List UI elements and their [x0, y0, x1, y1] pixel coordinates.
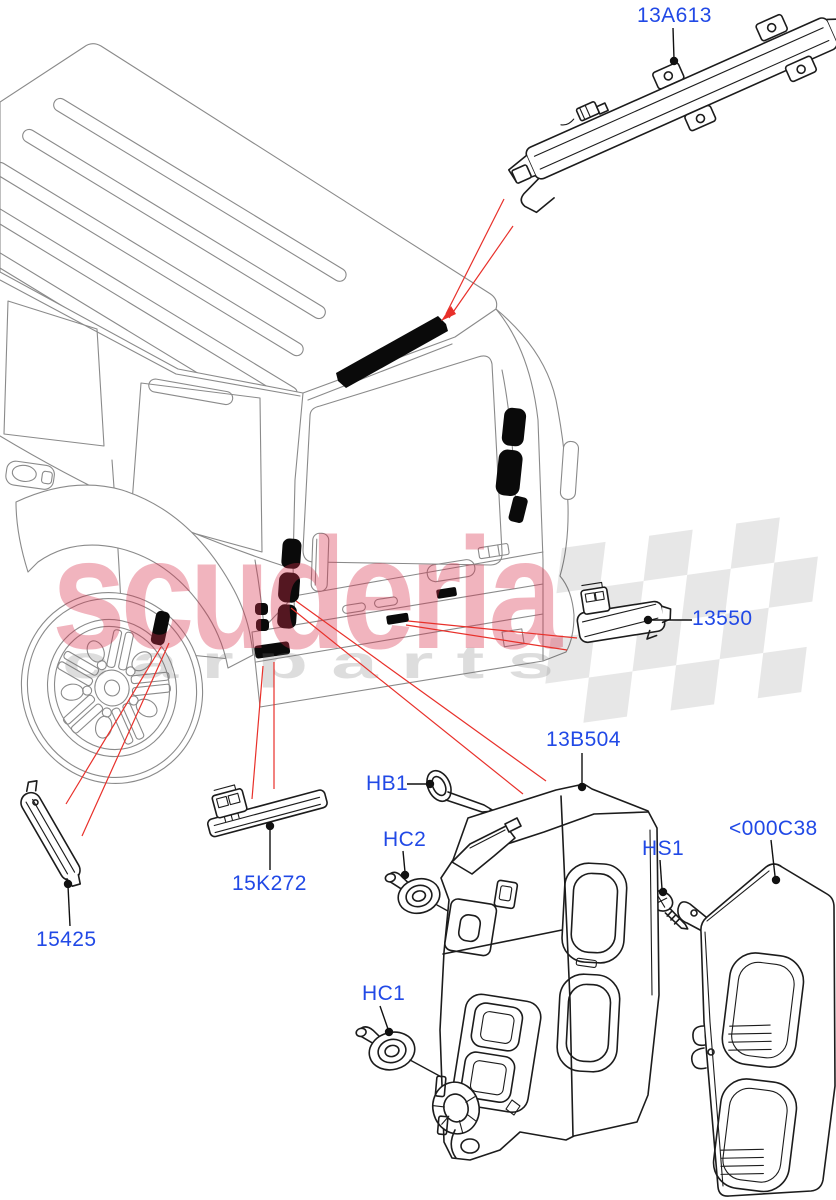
body-lamp-silhouettes: [150, 316, 528, 659]
callout-15425[interactable]: 15425: [36, 928, 97, 951]
callout-13550[interactable]: 13550: [692, 607, 753, 630]
callout-13A613[interactable]: 13A613: [637, 4, 712, 27]
part-000C38-lamp-guard[interactable]: [677, 863, 836, 1197]
leader-lines: [63, 27, 781, 1037]
part-15K272-lamp-strip[interactable]: [200, 763, 329, 838]
callout-000C38[interactable]: <000C38: [729, 817, 818, 840]
callout-15K272[interactable]: 15K272: [232, 872, 307, 895]
watermark-brand: scuderia: [52, 506, 563, 682]
part-HC1-grommet[interactable]: [355, 1016, 448, 1081]
vehicle-illustration: [0, 43, 580, 784]
callout-HC2[interactable]: HC2: [383, 828, 427, 851]
part-13B504-rear-lamp[interactable]: [427, 783, 660, 1161]
part-13550-licence-lamp[interactable]: [572, 572, 675, 649]
callout-lines-red: [65, 198, 578, 837]
part-HC2-grommet[interactable]: [384, 862, 467, 922]
checkered-flag-watermark: [545, 517, 818, 723]
watermark-tagline: c a r p a r t s: [62, 636, 554, 688]
callout-HC1[interactable]: HC1: [362, 982, 406, 1005]
roof-ribs: [0, 97, 347, 394]
callout-HS1[interactable]: HS1: [642, 837, 685, 860]
part-13A613-stop-lamp[interactable]: [495, 0, 836, 216]
part-15425-side-marker[interactable]: [13, 778, 93, 890]
callout-HB1[interactable]: HB1: [366, 772, 409, 795]
callout-13B504[interactable]: 13B504: [546, 728, 621, 751]
